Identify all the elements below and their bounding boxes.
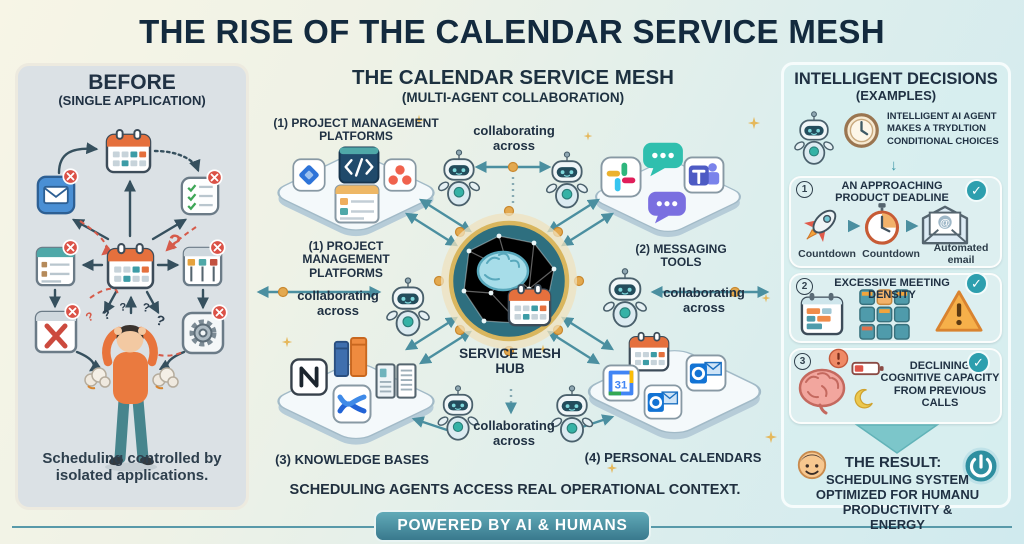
agent-robot <box>602 267 648 328</box>
label-messaging: (2) MESSAGING TOOLS <box>635 242 727 270</box>
outlook-icon <box>685 354 727 392</box>
example-1-label: Countdown <box>862 248 920 260</box>
platform-calendars <box>582 331 767 445</box>
decisions-subheading: (EXAMPLES) <box>855 88 937 103</box>
check-icon: ✓ <box>965 272 988 295</box>
agent-robot <box>385 276 431 337</box>
decisions-intro: INTELLIGENT AI AGENT MAKES A TRYDLTION C… <box>887 111 999 147</box>
books-icon <box>333 337 368 377</box>
label-project-mgmt: (1) PROJECT MANAGEMENT PLATFORMS <box>302 239 390 280</box>
decisions-heading: INTELLIGENT DECISIONS <box>794 70 998 88</box>
example-number: 2 <box>796 278 813 295</box>
label-project-mgmt: (1) PROJECT MANAGEMENT PLATFORMS <box>273 116 439 144</box>
label-knowledge: (3) KNOWLEDGE BASES <box>275 452 429 467</box>
teams-icon <box>683 156 725 194</box>
before-subheading: (SINGLE APPLICATION) <box>58 93 206 108</box>
calendar-icon <box>628 331 670 372</box>
page-title: THE RISE OF THE CALENDAR SERVICE MESH <box>139 13 885 50</box>
mesh-subheading: (MULTI-AGENT COLLABORATION) <box>401 90 625 105</box>
jira-icon <box>292 158 326 192</box>
mesh-network-nodes <box>461 233 557 326</box>
example-3-title: DECLINING COGNITIVE CAPACITY FROM PREVIO… <box>880 360 1000 409</box>
example-1-label: Automated email <box>933 242 989 266</box>
footer-banner: POWERED BY AI & HUMANS <box>374 510 651 542</box>
check-icon: ✓ <box>967 351 990 374</box>
collab-label: collaborating across <box>473 123 555 153</box>
example-1-label: Countdown <box>798 248 856 260</box>
chat-bubble-icon <box>643 142 683 177</box>
collab-label: collaborating across <box>297 288 379 318</box>
example-1-title: AN APPROACHING PRODUCT DEADLINE <box>835 180 949 205</box>
example-number: 3 <box>794 353 811 370</box>
hub-calendar-icon <box>507 283 552 327</box>
code-editor-icon <box>338 146 380 184</box>
collab-label: collaborating across <box>663 285 745 315</box>
mesh-network-lines <box>463 235 555 324</box>
platform-knowledge <box>272 337 440 451</box>
collab-label: collaborating across <box>473 418 555 448</box>
platform-project-mgmt <box>272 146 440 241</box>
hub-brain-icon <box>476 250 530 292</box>
result-heading: THE RESULT: <box>844 454 942 471</box>
agent-robot <box>437 149 481 207</box>
chat-bubble-icon <box>648 191 686 224</box>
asana-icon <box>383 158 417 192</box>
document-icon <box>375 363 417 399</box>
label-calendars: (4) PERSONAL CALENDARS <box>584 450 762 465</box>
example-2-title: EXCESSIVE MEETING DENSITY <box>834 277 950 302</box>
task-list-icon <box>334 184 380 224</box>
before-heading: BEFORE <box>88 71 176 94</box>
result-body: SCHEDULING SYSTEM OPTIMIZED FOR HUMANU P… <box>815 472 980 532</box>
before-panel <box>15 63 249 510</box>
down-arrow-icon: ↓ <box>890 157 898 174</box>
mesh-caption: SCHEDULING AGENTS ACCESS REAL OPERATIONA… <box>289 482 741 498</box>
check-icon: ✓ <box>965 179 988 202</box>
agent-robot <box>545 151 589 209</box>
platform-messaging <box>588 142 748 240</box>
notion-icon <box>290 358 328 396</box>
service-mesh-hub <box>441 213 577 349</box>
hub-label: SERVICE MESH HUB <box>459 346 561 377</box>
mesh-heading: THE CALENDAR SERVICE MESH <box>352 66 674 89</box>
outlook-icon <box>643 384 683 420</box>
example-number: 1 <box>796 181 813 198</box>
before-caption: Scheduling controlled by isolated applic… <box>42 450 222 484</box>
confluence-icon <box>334 386 371 423</box>
google-calendar-icon <box>602 364 640 402</box>
slack-icon <box>600 156 642 198</box>
